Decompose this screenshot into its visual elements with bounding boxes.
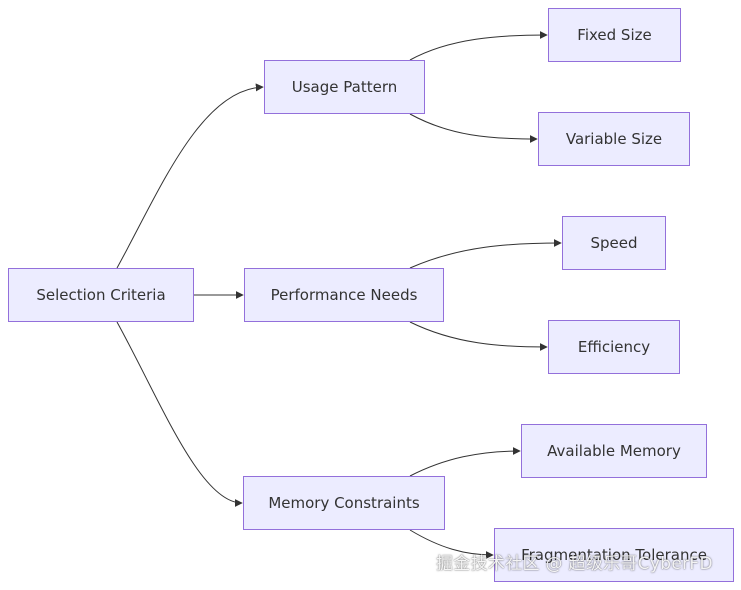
node-efficiency: Efficiency [548, 320, 680, 374]
edge-usage-to-variable [409, 113, 538, 143]
edge-performance-to-speed [409, 239, 562, 269]
node-memory-constraints: Memory Constraints [243, 476, 445, 530]
node-label: Speed [590, 234, 638, 252]
node-speed: Speed [562, 216, 666, 270]
node-variable-size: Variable Size [538, 112, 690, 166]
edge-memory-to-fragmentation [409, 529, 494, 559]
node-label: Available Memory [547, 442, 681, 460]
node-fixed-size: Fixed Size [548, 8, 681, 62]
node-label: Fragmentation Tolerance [521, 546, 707, 564]
edge-memory-to-available [409, 447, 521, 477]
node-fragmentation-tolerance: Fragmentation Tolerance [494, 528, 734, 582]
node-label: Variable Size [565, 130, 663, 148]
edge-selection-to-usage [116, 83, 264, 269]
node-performance-needs: Performance Needs [244, 268, 444, 322]
node-label: Selection Criteria [36, 286, 166, 304]
node-available-memory: Available Memory [521, 424, 707, 478]
node-selection-criteria: Selection Criteria [8, 268, 194, 322]
node-label: Efficiency [577, 338, 651, 356]
node-label: Usage Pattern [291, 78, 398, 96]
node-label: Fixed Size [577, 26, 652, 44]
watermark: 掘金技术社区 @ 超级乐哥CyberFD [436, 554, 713, 574]
node-usage-pattern: Usage Pattern [264, 60, 425, 114]
node-label: Memory Constraints [268, 494, 420, 512]
edge-performance-to-efficiency [409, 321, 548, 351]
edge-usage-to-fixed [409, 31, 548, 61]
edge-selection-to-memory [116, 321, 243, 507]
node-label: Performance Needs [270, 286, 418, 304]
